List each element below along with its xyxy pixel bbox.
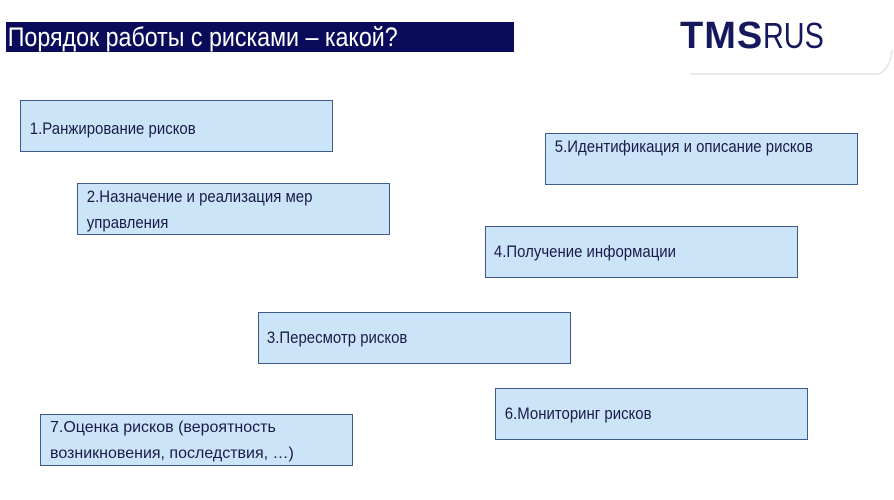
step-box-6: 6.Мониторинг рисков bbox=[495, 388, 808, 440]
step-label: 6.Мониторинг рисков bbox=[504, 404, 652, 423]
step-label: 4.Получение информации bbox=[493, 242, 677, 261]
step-label: 2.Назначение и реализация мер управления bbox=[86, 187, 313, 232]
logo-primary: TMS bbox=[680, 15, 764, 57]
step-label: 5.Идентификация и описание рисков bbox=[554, 137, 813, 156]
decorative-curve bbox=[690, 49, 893, 75]
logo-secondary: RUS bbox=[763, 15, 825, 56]
step-box-2: 2.Назначение и реализация мер управления bbox=[77, 183, 390, 235]
slide-title: Порядок работы с рисками – какой? bbox=[6, 22, 514, 52]
step-box-3: 3.Пересмотр рисков bbox=[258, 312, 571, 364]
step-label: 7.Оценка рисков (вероятность возникновен… bbox=[50, 419, 294, 462]
step-label: 1.Ранжирование рисков bbox=[29, 119, 196, 138]
step-label: 3.Пересмотр рисков bbox=[266, 328, 408, 347]
step-box-4: 4.Получение информации bbox=[485, 226, 798, 278]
step-box-5: 5.Идентификация и описание рисков bbox=[545, 133, 858, 185]
step-box-7: 7.Оценка рисков (вероятность возникновен… bbox=[40, 414, 353, 466]
step-box-1: 1.Ранжирование рисков bbox=[20, 100, 333, 152]
tms-rus-logo: TMSRUS bbox=[680, 15, 839, 57]
slide-title-text: Порядок работы с рисками – какой? bbox=[7, 22, 398, 52]
